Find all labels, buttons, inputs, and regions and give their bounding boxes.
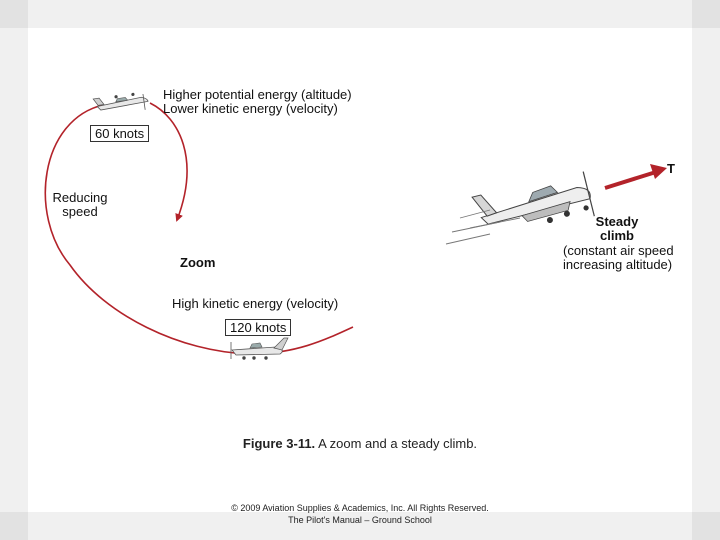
reducing-speed-label-line1: Reducing xyxy=(52,190,108,205)
slide-corner-top-right xyxy=(692,0,720,28)
bottom-speed-box: 120 knots xyxy=(225,319,292,336)
constant-airspeed-label-line2: increasing altitude) xyxy=(563,257,673,272)
top-airplane-icon xyxy=(92,92,149,111)
slide-corner-top-left xyxy=(0,0,28,28)
steady-climb-label-line1: Steady xyxy=(595,214,639,229)
top-speed-box: 60 knots xyxy=(90,125,150,142)
zoom-descent-arrow xyxy=(149,102,188,222)
steady-climb-label-line2: climb xyxy=(600,228,634,243)
speed-lines xyxy=(445,209,521,245)
constant-airspeed-label-line1: (constant air speed xyxy=(563,243,674,258)
bottom-airplane-icon xyxy=(230,337,289,360)
zoom-label: Zoom xyxy=(180,255,216,270)
climbing-airplane-icon xyxy=(471,171,595,225)
thrust-arrow xyxy=(604,170,657,190)
figure-caption: Figure 3-11. A zoom and a steady climb. xyxy=(0,436,720,451)
zoom-path xyxy=(44,104,354,355)
slide-background xyxy=(28,28,692,512)
figure-caption-text: A zoom and a steady climb. xyxy=(318,436,478,451)
thrust-label: T xyxy=(667,161,675,176)
slide-corner-bottom-right xyxy=(692,512,720,540)
top-energy-label-line2: Lower kinetic energy (velocity) xyxy=(163,101,338,116)
reducing-speed-label-line2: speed xyxy=(62,204,98,219)
bottom-energy-label: High kinetic energy (velocity) xyxy=(172,296,339,311)
copyright-footer: © 2009 Aviation Supplies & Academics, In… xyxy=(231,503,489,513)
top-energy-label-line1: Higher potential energy (altitude) xyxy=(163,87,352,102)
figure-number: Figure 3-11. xyxy=(242,436,316,451)
book-title-footer: The Pilot's Manual – Ground School xyxy=(288,515,432,525)
thrust-arrowhead xyxy=(650,164,667,179)
slide-corner-bottom-left xyxy=(0,512,28,540)
